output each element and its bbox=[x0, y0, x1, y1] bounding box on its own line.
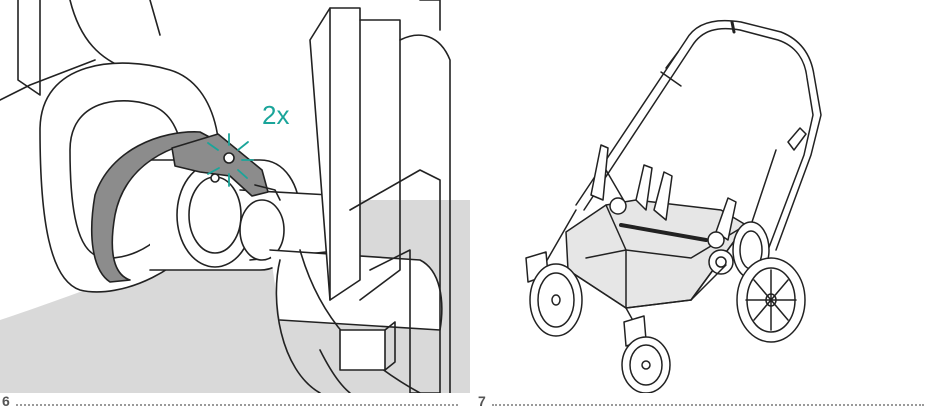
click-indicator-icon bbox=[207, 133, 254, 187]
step-6-footer: 6 bbox=[2, 393, 464, 410]
step-number: 7 bbox=[478, 393, 486, 409]
step-number: 6 bbox=[2, 393, 10, 409]
dotted-divider bbox=[15, 403, 458, 406]
step-7-illustration bbox=[476, 0, 933, 393]
strap-closeup-drawing bbox=[0, 0, 470, 393]
step-7-footer: 7 bbox=[478, 393, 930, 410]
step-6-illustration: 2x bbox=[0, 0, 470, 393]
repeat-count-label: 2x bbox=[262, 100, 290, 130]
stroller-frame-drawing bbox=[525, 19, 822, 393]
dotted-divider bbox=[491, 403, 924, 406]
